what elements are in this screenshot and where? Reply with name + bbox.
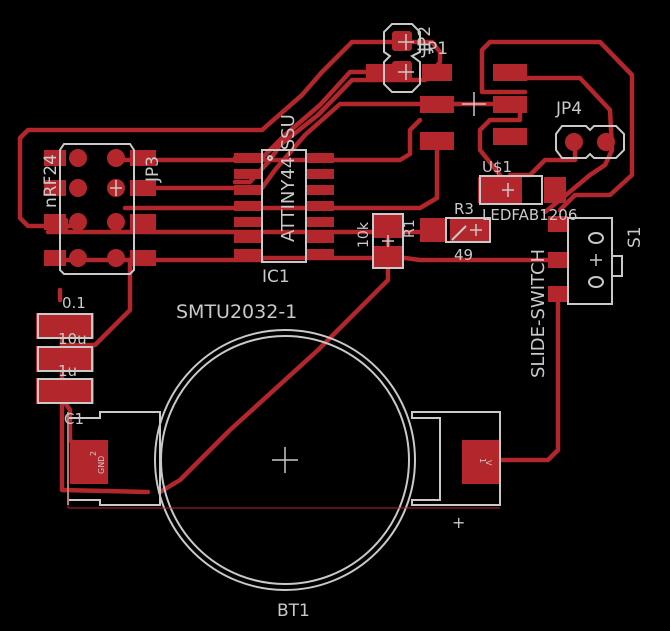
label-ic1: IC1 — [262, 267, 290, 287]
bt1-gnd-pad — [70, 440, 108, 484]
jp4-pad-2 — [597, 133, 615, 151]
label-r3: R3 — [454, 200, 474, 218]
label-jp3: JP3 — [143, 156, 163, 183]
r1-pad-1 — [373, 214, 403, 238]
jp3-pads — [44, 149, 156, 267]
label-plus: + — [452, 513, 465, 532]
label-c1-value-c: 1u — [58, 362, 77, 380]
label-jp2: JP2 — [415, 26, 435, 53]
label-bt1: BT1 — [277, 601, 310, 621]
label-r3-value: 49 — [454, 246, 473, 264]
label-jp1: JP1 — [421, 39, 448, 59]
label-attiny: ATTINY44-SSU — [278, 114, 299, 242]
silkscreen — [37, 23, 625, 591]
label-nrf24: nRF24 — [41, 154, 61, 208]
label-ledfab: LEDFAB1206 — [482, 206, 577, 224]
upper-pad-5 — [493, 128, 527, 145]
silk-labels: JP2 JP1 JP4 JP3 nRF24 ATTINY44-SSU IC1 U… — [41, 26, 645, 621]
led-pad-1 — [478, 177, 522, 203]
jp1-pad-2 — [422, 64, 452, 81]
label-gnd: GND — [97, 456, 106, 474]
s1-pad-3 — [548, 286, 568, 302]
upper-pad-2 — [493, 96, 527, 113]
ic1-pads — [234, 153, 334, 259]
label-smtu: SMTU2032-1 — [176, 301, 297, 323]
label-s1: S1 — [625, 226, 645, 248]
copper-pads — [36, 31, 615, 484]
label-vcc: V — [484, 460, 493, 466]
jp4-pad-1 — [565, 133, 583, 151]
c1-pad-a — [36, 313, 94, 339]
jp1-pad-1 — [366, 64, 396, 81]
r1-pad-2 — [373, 246, 403, 268]
jp2-pad-2 — [392, 61, 412, 81]
bt1-vcc-pad — [462, 440, 500, 484]
upper-pad-1 — [420, 96, 454, 113]
upper-pad-3 — [420, 132, 454, 150]
r3-pad-1 — [420, 218, 446, 242]
jp2-pad-1 — [392, 31, 412, 51]
label-c1-value-a: 0.1 — [62, 294, 86, 312]
upper-pad-4 — [493, 64, 527, 81]
label-slide-switch: SLIDE-SWITCH — [528, 249, 549, 378]
s1-pad-2 — [548, 252, 568, 268]
label-c1: C1 — [64, 410, 84, 428]
c1-pad-b — [36, 346, 94, 372]
s1-pad-1 — [548, 216, 568, 232]
label-r1-value: 10k — [356, 221, 372, 248]
c1-pad-c — [36, 378, 94, 404]
led-pad-2 — [544, 177, 566, 203]
label-c1-value-b: 10u — [58, 330, 87, 348]
label-vcc-pin: 1 — [478, 458, 487, 463]
label-gnd-pin: 2 — [89, 451, 98, 456]
label-jp4: JP4 — [555, 99, 582, 119]
label-r1: R1 — [402, 219, 418, 238]
label-us1: U$1 — [482, 158, 512, 176]
